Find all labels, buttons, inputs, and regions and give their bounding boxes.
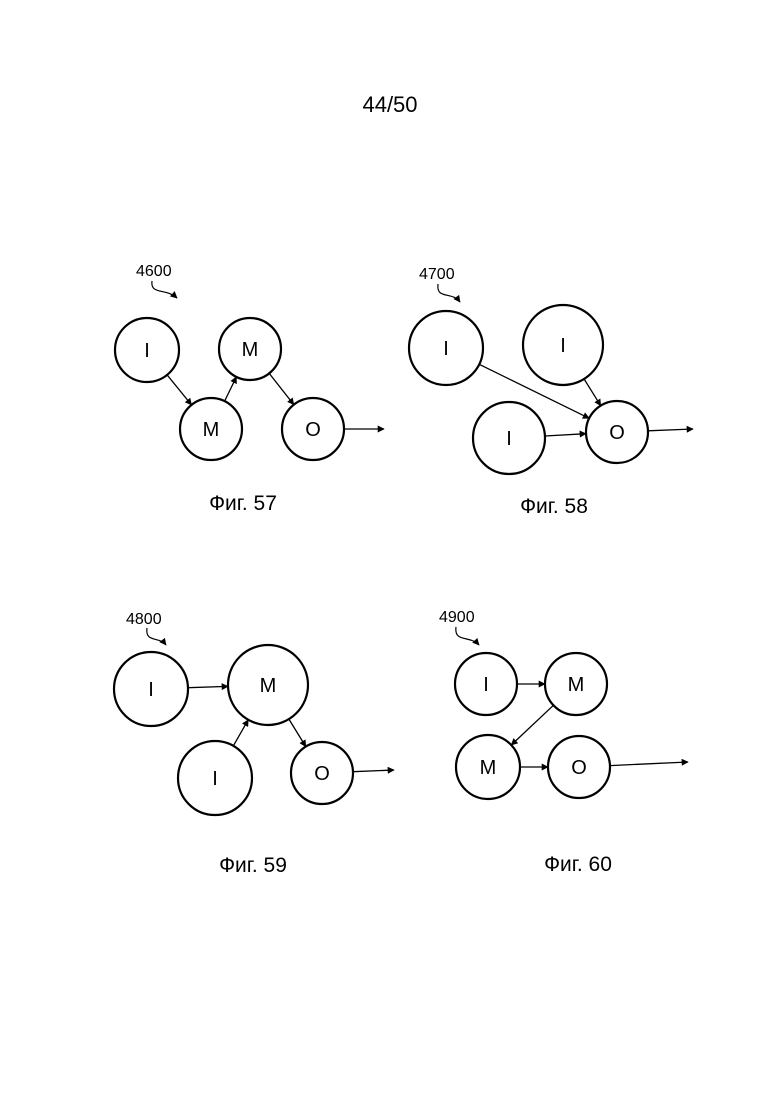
output-arrow [648, 429, 693, 431]
output-arrow [353, 770, 394, 772]
node-m: M [228, 645, 308, 725]
figure-caption: Фиг. 57 [209, 492, 277, 515]
node-i: I [455, 653, 517, 715]
node-label: I [144, 340, 150, 362]
node-o: O [282, 398, 344, 460]
edge-arrow [511, 705, 553, 745]
reference-number: 4700 [419, 266, 455, 283]
node-o: O [586, 401, 648, 463]
reference-number: 4600 [136, 263, 172, 280]
node-i: I [409, 311, 483, 385]
node-label: M [480, 757, 497, 779]
node-i: I [178, 741, 252, 815]
figure-caption: Фиг. 60 [544, 853, 612, 876]
node-o: O [548, 736, 610, 798]
node-m: M [545, 653, 607, 715]
edge-arrow [225, 377, 237, 401]
node-label: M [260, 675, 277, 697]
edge-arrow [545, 434, 586, 436]
edge-arrow [269, 373, 294, 404]
node-label: M [568, 674, 585, 696]
output-arrow [610, 762, 688, 766]
node-label: O [314, 763, 330, 785]
edge-arrow [188, 686, 228, 687]
node-o: O [291, 742, 353, 804]
edge-arrow [584, 379, 601, 406]
reference-leader-arrow [456, 627, 479, 645]
node-label: O [609, 422, 625, 444]
node-m: M [219, 318, 281, 380]
node-i: I [115, 318, 179, 382]
reference-number: 4800 [126, 611, 162, 628]
reference-leader-arrow [152, 281, 177, 298]
node-label: I [483, 674, 489, 696]
reference-leader-arrow [147, 628, 166, 645]
node-label: O [305, 419, 321, 441]
figure-3: 4800I M I O Фиг. 59 [114, 611, 394, 877]
figure-1: 4600I M M O Фиг. 57 [115, 263, 384, 515]
node-label: O [571, 757, 587, 779]
reference-number: 4900 [439, 609, 475, 626]
node-i: I [114, 652, 188, 726]
node-i: I [523, 305, 603, 385]
edge-arrow [167, 375, 191, 405]
node-label: I [148, 679, 154, 701]
node-label: I [443, 338, 449, 360]
figure-2: 4700I I I O Фиг. 58 [409, 266, 693, 518]
node-label: M [242, 339, 259, 361]
reference-leader-arrow [438, 284, 460, 302]
edge-arrow [289, 719, 306, 747]
node-label: I [506, 428, 512, 450]
node-label: M [203, 419, 220, 441]
figure-caption: Фиг. 58 [520, 495, 588, 518]
edge-arrow [233, 720, 248, 746]
page-number: 44/50 [362, 92, 417, 117]
node-label: I [560, 335, 566, 357]
node-m: M [180, 398, 242, 460]
node-m: M [456, 735, 520, 799]
figure-caption: Фиг. 59 [219, 854, 287, 877]
node-i: I [473, 402, 545, 474]
node-label: I [212, 768, 218, 790]
figure-group: 4600IMMOФиг. 574700IIIOФиг. 584800IMIOФи… [114, 263, 693, 877]
figure-4: 4900I M M O Фиг. 60 [439, 609, 688, 876]
